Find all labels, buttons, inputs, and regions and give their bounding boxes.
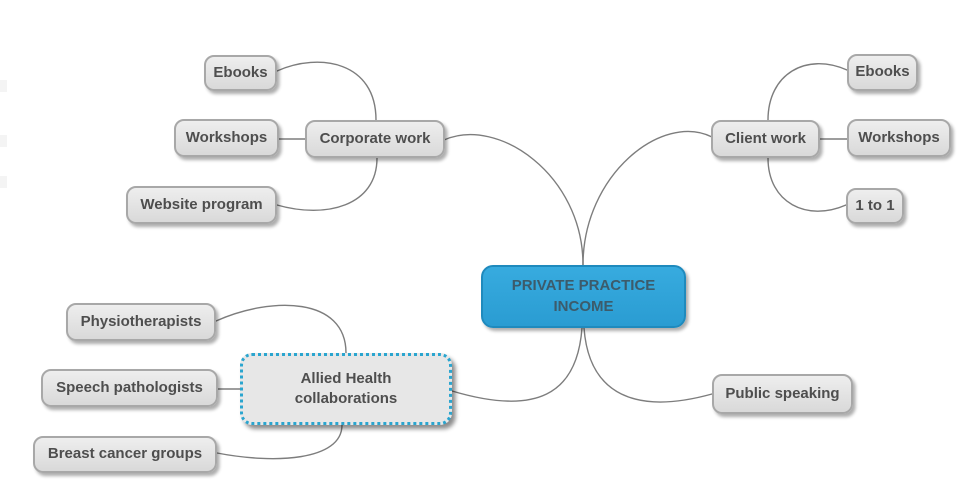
- edge-website-corporate: [276, 157, 378, 211]
- node-label: Corporate work: [319, 129, 431, 147]
- node-public-speaking[interactable]: Public speaking: [712, 374, 853, 414]
- edge-client-one-to-one: [767, 157, 847, 212]
- edge-breast-allied: [216, 424, 343, 460]
- node-speech-pathologists[interactable]: Speech pathologists: [41, 369, 218, 407]
- edge-center-allied: [451, 327, 583, 402]
- clipped-offscreen-node-artifact: [0, 80, 7, 92]
- node-1-to-1[interactable]: 1 to 1: [846, 188, 904, 224]
- node-label: Speech pathologists: [56, 378, 203, 396]
- clipped-offscreen-node-artifact: [0, 176, 7, 188]
- node-corporate-work[interactable]: Corporate work: [305, 120, 445, 158]
- edge-center-public-speaking: [583, 327, 713, 403]
- node-label: Website program: [140, 195, 263, 213]
- node-allied-health-collaborations[interactable]: Allied Health collaborations: [240, 353, 452, 425]
- node-label: Allied Health collaborations: [294, 369, 398, 407]
- node-website-program[interactable]: Website program: [126, 186, 277, 224]
- node-label: Breast cancer groups: [47, 445, 203, 463]
- node-client-work[interactable]: Client work: [711, 120, 820, 158]
- node-label: Ebooks: [855, 63, 910, 81]
- node-label: Physiotherapists: [80, 312, 202, 330]
- node-physiotherapists[interactable]: Physiotherapists: [66, 303, 216, 341]
- node-workshops-left[interactable]: Workshops: [174, 119, 279, 157]
- node-label: Workshops: [185, 128, 268, 146]
- node-label: Workshops: [858, 128, 940, 146]
- edge-ebooks-left-corporate: [276, 61, 377, 121]
- node-label: 1 to 1: [855, 196, 895, 214]
- node-breast-cancer-groups[interactable]: Breast cancer groups: [33, 436, 217, 473]
- node-label: Client work: [725, 129, 806, 147]
- node-private-practice-income[interactable]: PRIVATE PRACTICE INCOME: [481, 265, 686, 328]
- node-label: Ebooks: [213, 63, 268, 81]
- edge-corporate-center: [443, 134, 584, 266]
- edge-client-ebooks-right: [767, 63, 848, 121]
- clipped-offscreen-node-artifact: [0, 135, 7, 147]
- edge-physio-allied: [215, 304, 347, 354]
- edge-client-center: [582, 130, 713, 266]
- node-workshops-right[interactable]: Workshops: [847, 119, 951, 157]
- node-ebooks-left[interactable]: Ebooks: [204, 55, 277, 91]
- node-label: PRIVATE PRACTICE INCOME: [511, 277, 656, 315]
- node-label: Public speaking: [725, 384, 840, 402]
- node-ebooks-right[interactable]: Ebooks: [847, 54, 918, 91]
